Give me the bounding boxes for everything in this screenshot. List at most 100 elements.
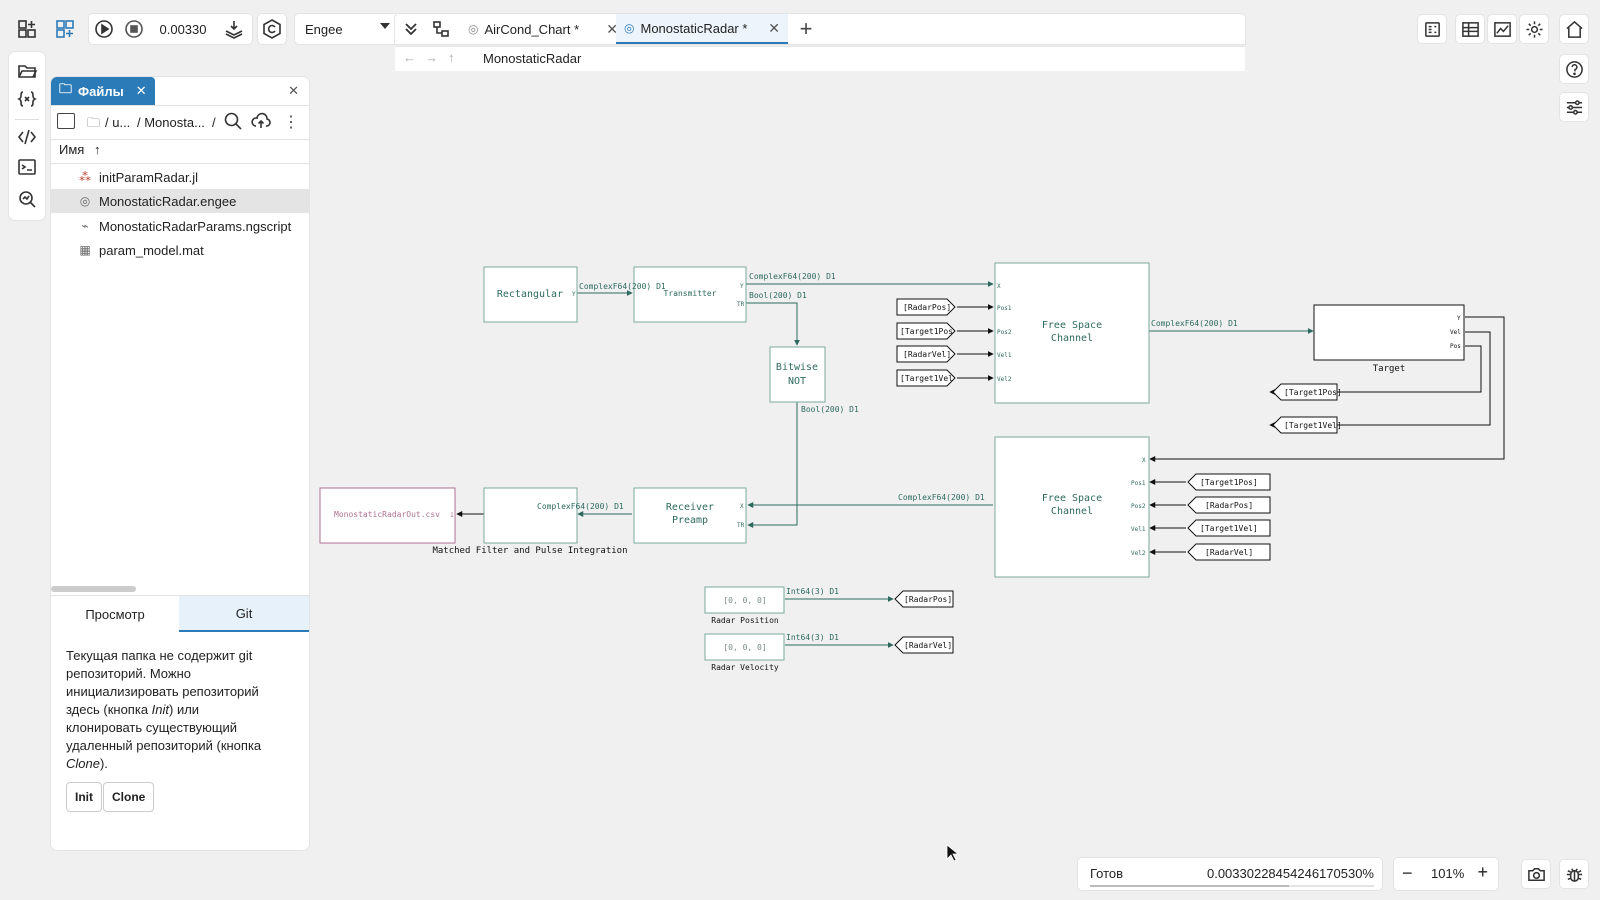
block-parameters-button[interactable]	[1418, 15, 1446, 43]
radar-position-block[interactable]	[704, 586, 785, 614]
graphs-button[interactable]	[1488, 15, 1516, 43]
engee-model-icon: ◎	[624, 21, 635, 35]
more-vertical-icon[interactable]: ⋮	[283, 114, 299, 131]
progress-text: 0.00330228454246170530%	[1206, 866, 1374, 881]
file-name: initParamRadar.jl	[99, 169, 198, 185]
goto-tag-radar-pos[interactable]	[894, 590, 954, 608]
tab-label: MonostaticRadar *	[640, 20, 748, 36]
target-block[interactable]	[1313, 304, 1465, 361]
stop-button[interactable]	[121, 16, 147, 42]
sim-time-value: 0.00330	[159, 21, 207, 37]
solver-select[interactable]: Engee	[295, 14, 398, 44]
settings-button[interactable]	[1520, 15, 1548, 43]
tab-git[interactable]: Git	[179, 596, 309, 632]
target-label: Target	[1373, 364, 1406, 374]
julia-icon: ⁂	[79, 170, 91, 184]
file-row[interactable]: ◎ MonostaticRadar.engee	[51, 189, 309, 213]
back-arrow-icon[interactable]: ←	[403, 50, 416, 65]
matched-filter-block[interactable]	[483, 487, 578, 544]
tab-aircond-chart[interactable]: ◎ AirCond_Chart * ✕	[460, 14, 626, 44]
from-tag-radar-pos[interactable]	[896, 298, 956, 316]
close-icon[interactable]: ✕	[606, 20, 618, 37]
new-tab-button[interactable]: +	[794, 16, 818, 42]
zoom-in-button[interactable]: +	[1477, 862, 1488, 882]
file-browser-button[interactable]	[14, 58, 40, 84]
file-row[interactable]: ⁂ initParamRadar.jl	[51, 165, 309, 189]
clone-button-label: Clone	[112, 790, 146, 804]
model-settings-button[interactable]	[1560, 93, 1588, 121]
sliders-icon	[1566, 99, 1582, 115]
radar-velocity-block[interactable]	[704, 633, 785, 661]
from-tag-target1-vel[interactable]	[896, 369, 956, 387]
terminal-button[interactable]	[14, 154, 40, 180]
breadcrumb-model[interactable]: MonostaticRadar	[483, 51, 582, 66]
horizontal-scrollbar[interactable]	[51, 586, 136, 592]
help-button[interactable]	[1560, 55, 1588, 83]
bitwise-not-block[interactable]	[769, 346, 826, 403]
folder-icon: 🗀	[59, 81, 73, 96]
collapse-tabs-button[interactable]	[398, 16, 424, 42]
sort-arrow-icon: ↑	[93, 142, 101, 157]
free-space-channel-1-block[interactable]	[994, 262, 1150, 404]
files-tab[interactable]: 🗀 Файлы ✕	[51, 77, 155, 105]
tab-monostatic-radar[interactable]: ◎ MonostaticRadar * ✕	[616, 14, 788, 44]
run-button[interactable]	[91, 16, 117, 42]
goto-tag-radar-vel[interactable]	[894, 636, 954, 654]
receiver-preamp-block[interactable]	[633, 487, 747, 544]
goto-tag-target1-pos[interactable]	[1272, 383, 1338, 401]
init-button[interactable]: Init	[66, 782, 102, 812]
code-icon	[17, 129, 37, 145]
git-init-word: Init	[151, 702, 170, 717]
file-row[interactable]: ⌁ MonostaticRadarParams.ngscript	[51, 214, 309, 238]
model-hierarchy-button[interactable]	[428, 16, 454, 42]
column-header[interactable]: Имя ↑	[59, 142, 100, 157]
table-view-button[interactable]	[1456, 15, 1484, 43]
from-tag-radar-vel[interactable]	[896, 345, 956, 363]
screenshot-button[interactable]	[1522, 860, 1550, 888]
files-tab-label: Файлы	[78, 83, 124, 99]
code-gen-button[interactable]	[258, 14, 286, 44]
path-part2[interactable]: / Monosta...	[137, 115, 205, 130]
path-part1[interactable]: / u...	[105, 115, 131, 130]
debug-button[interactable]	[1560, 860, 1588, 888]
file-row[interactable]: ▦ param_model.mat	[51, 238, 309, 262]
home-icon	[1565, 20, 1583, 38]
variables-button[interactable]	[14, 86, 40, 112]
from-tag-fsc2-radar-pos[interactable]	[1187, 496, 1271, 514]
blocks-library-button[interactable]	[52, 16, 78, 42]
from-tag-fsc2-radar-vel[interactable]	[1187, 543, 1271, 561]
sim-time-field[interactable]: 0.00330	[153, 14, 213, 44]
zoom-out-button[interactable]: −	[1402, 863, 1413, 883]
signal-label: Int64(3) D1	[786, 587, 839, 596]
clone-button[interactable]: Clone	[103, 782, 155, 812]
forward-arrow-icon[interactable]: →	[425, 50, 438, 65]
zoom-level[interactable]: 101%	[1431, 866, 1465, 881]
stop-icon	[125, 20, 143, 38]
csv-writer-block[interactable]	[319, 487, 456, 544]
zoom-control: − 101% +	[1394, 858, 1498, 890]
help-icon	[1565, 60, 1583, 78]
close-icon[interactable]: ✕	[768, 19, 780, 36]
code-editor-button[interactable]	[14, 124, 40, 150]
transmitter-block[interactable]	[633, 266, 747, 323]
home-button[interactable]	[1560, 15, 1588, 43]
close-panel-icon[interactable]: ✕	[288, 83, 299, 98]
app-menu-button[interactable]	[14, 16, 40, 42]
signal-label: ComplexF64(200) D1	[1151, 319, 1238, 328]
free-space-channel-2-block[interactable]	[994, 436, 1150, 578]
close-icon[interactable]: ✕	[135, 83, 147, 98]
upload-button[interactable]	[251, 111, 271, 134]
data-inspector-button[interactable]	[14, 186, 40, 212]
solver-settings-button[interactable]	[221, 16, 247, 42]
from-tag-fsc2-target1-vel[interactable]	[1187, 519, 1271, 537]
tab-preview[interactable]: Просмотр	[51, 596, 179, 632]
variables-icon	[17, 91, 37, 107]
search-files-button[interactable]	[223, 111, 243, 134]
up-arrow-icon[interactable]: ↑	[448, 50, 455, 65]
from-tag-target1-pos[interactable]	[896, 322, 956, 340]
goto-tag-target1-vel[interactable]	[1272, 416, 1338, 434]
folder-up-icon[interactable]	[57, 113, 75, 129]
from-tag-fsc2-target1-pos[interactable]	[1187, 473, 1271, 491]
table-icon	[1461, 21, 1479, 37]
rectangular-block[interactable]	[483, 266, 578, 323]
